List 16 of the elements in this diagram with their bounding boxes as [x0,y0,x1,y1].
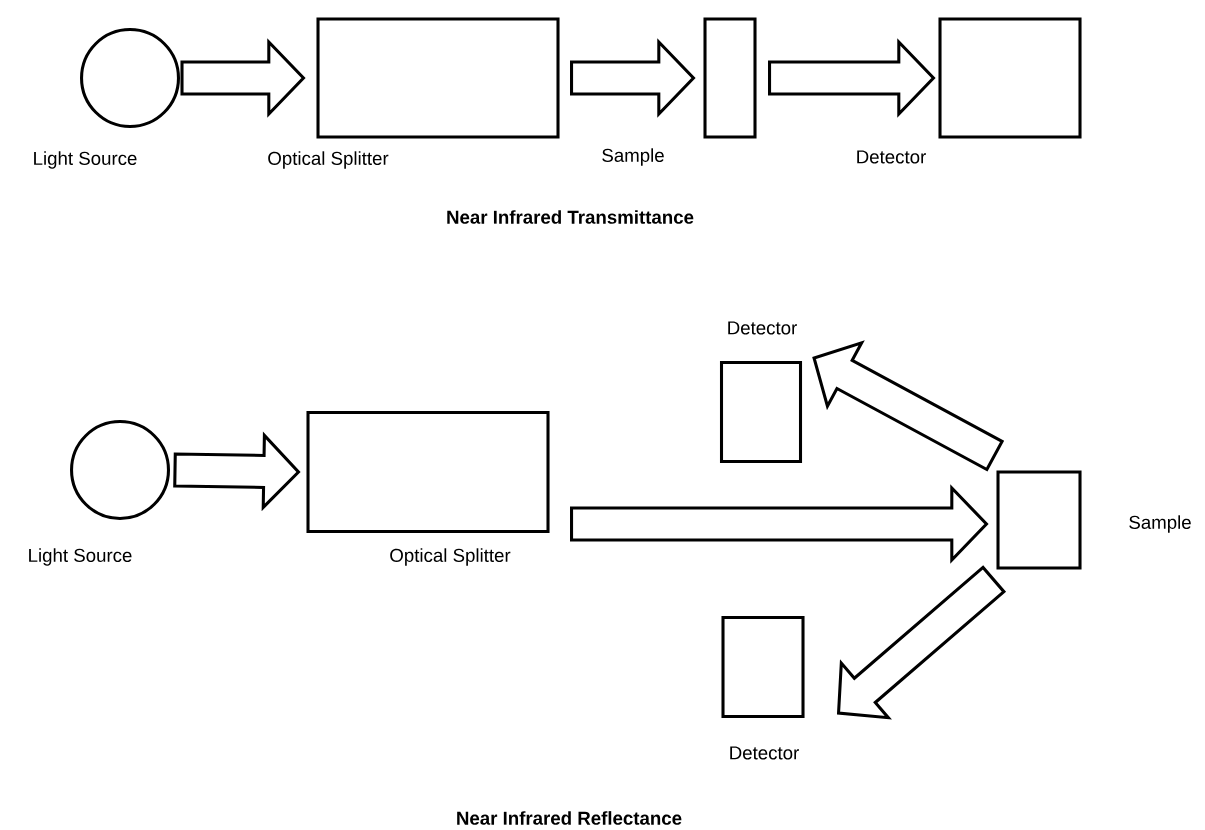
node-label: Optical Splitter [390,548,511,566]
section-title: Near Infrared Transmittance [447,210,694,224]
node-label: Light Source [29,548,132,566]
node-label: Sample [1129,515,1191,533]
block-arrow [570,484,989,564]
node-label: Sample [602,148,664,166]
node-label: Detector [857,150,926,164]
block-arrow [570,38,696,118]
block-arrow [173,431,301,512]
node-label: Detector [728,321,797,335]
node-label: Detector [730,746,799,760]
block-arrow [180,38,306,118]
node-label: Light Source [34,151,137,169]
block-arrow [768,38,936,118]
section-title: Near Infrared Reflectance [457,811,682,825]
node-label: Optical Splitter [268,151,389,169]
